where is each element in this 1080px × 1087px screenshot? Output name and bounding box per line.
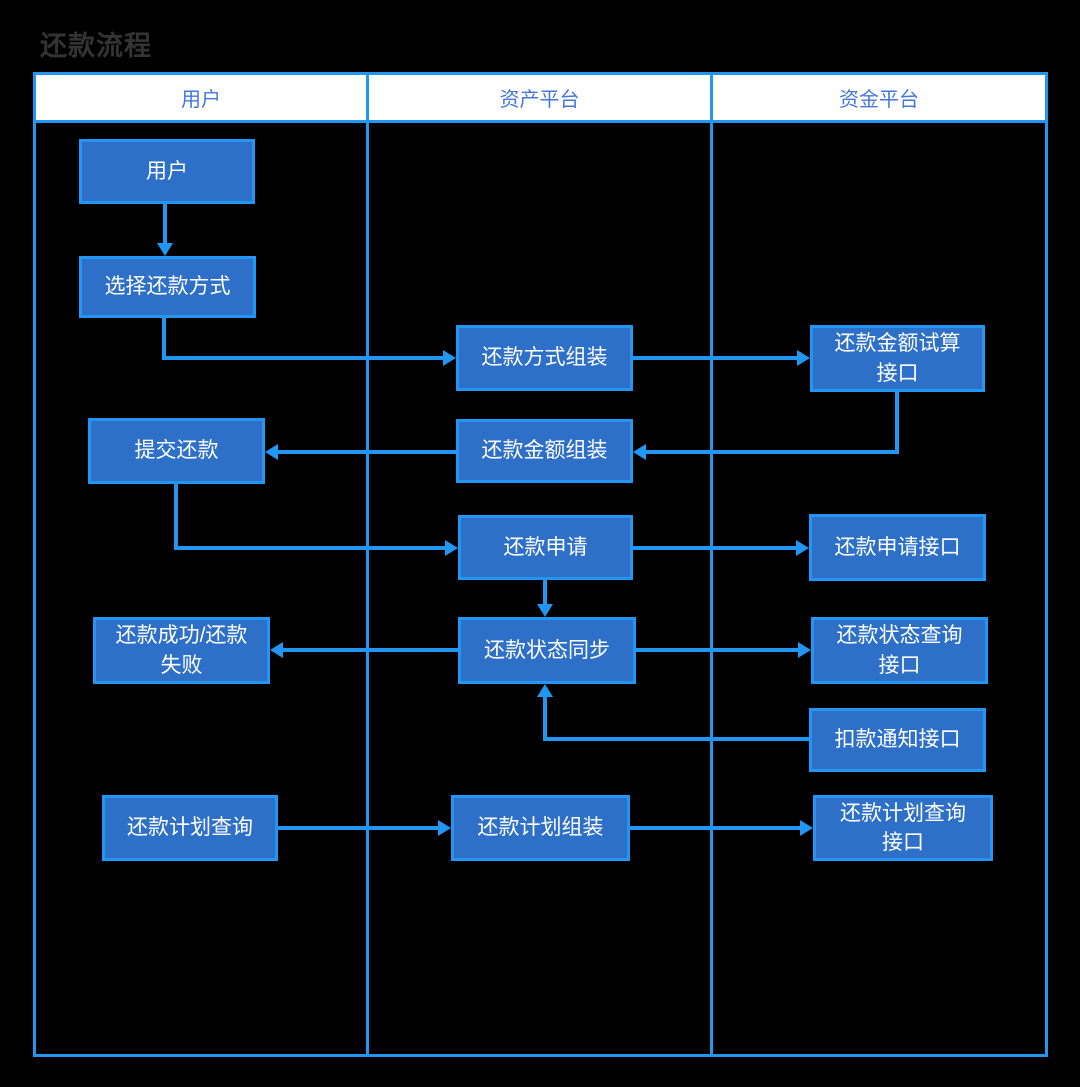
diagram-title: 还款流程	[40, 31, 152, 61]
node-repay-status-query-api: 还款状态查询 接口	[811, 617, 988, 684]
node-repay-apply: 还款申请	[458, 515, 633, 580]
node-repay-amount-trial-api: 还款金额试算 接口	[810, 325, 985, 392]
lane-divider-1	[366, 123, 369, 1054]
lane-header-capital-platform: 资金平台	[710, 75, 1045, 120]
node-deduct-notify-api: 扣款通知接口	[809, 708, 986, 772]
swimlane-table: 用户 资产平台 资金平台	[33, 72, 1048, 1057]
node-user: 用户	[79, 139, 255, 204]
node-repay-plan-assemble: 还款计划组装	[451, 795, 630, 861]
node-repay-method-assemble: 还款方式组装	[456, 325, 633, 391]
lane-header-asset-platform: 资产平台	[366, 75, 710, 120]
node-choose-repay-method: 选择还款方式	[79, 256, 256, 318]
node-repay-plan-query: 还款计划查询	[102, 795, 278, 861]
node-submit-repayment: 提交还款	[88, 418, 265, 484]
lane-header-user: 用户	[181, 89, 221, 111]
node-repay-status-sync: 还款状态同步	[458, 617, 636, 684]
lane-header-row: 用户 资产平台 资金平台	[36, 75, 1045, 123]
node-repay-plan-query-api: 还款计划查询 接口	[813, 795, 993, 861]
node-repay-apply-api: 还款申请接口	[809, 514, 986, 581]
node-repay-amount-assemble: 还款金额组装	[456, 419, 633, 483]
lane-divider-2	[710, 123, 713, 1054]
node-repay-success-or-fail: 还款成功/还款 失败	[93, 617, 270, 684]
